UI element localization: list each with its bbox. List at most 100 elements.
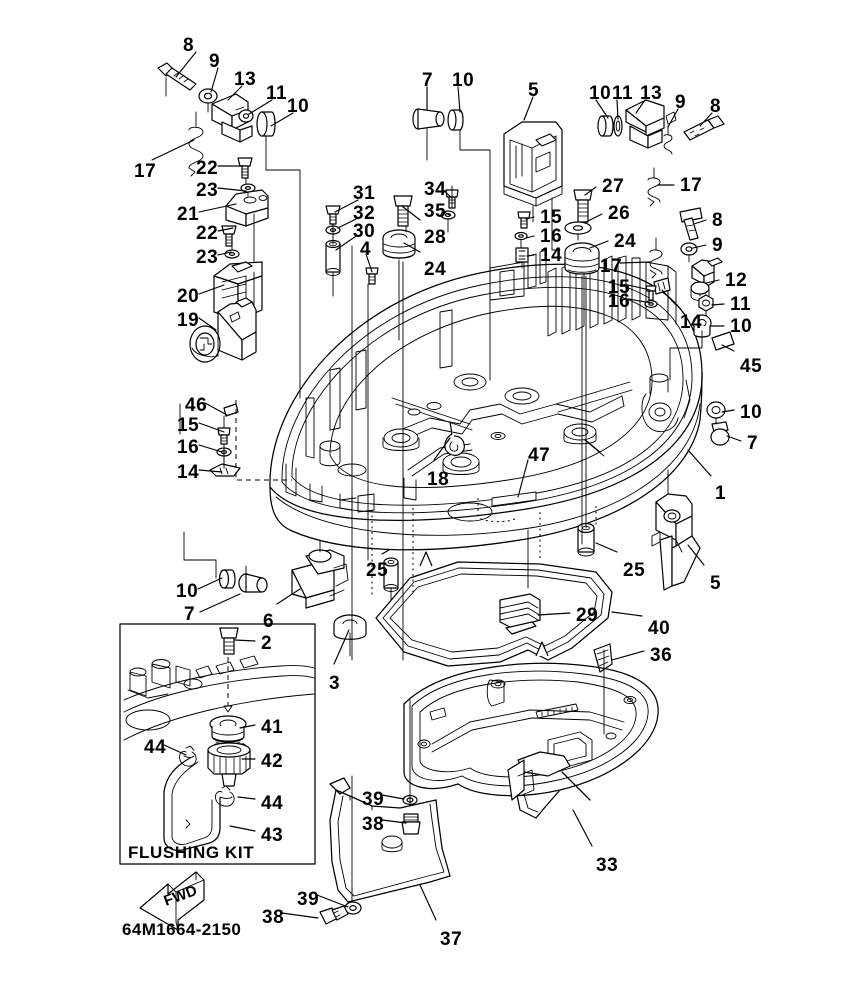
spring-17-upper-right	[647, 167, 661, 207]
leader-35	[441, 210, 451, 216]
leader-39	[316, 894, 349, 908]
leader-10	[595, 99, 609, 119]
callout-17: 17	[600, 256, 623, 277]
flushing-kit-title: FLUSHING KIT	[128, 843, 255, 862]
callout-28: 28	[424, 227, 447, 248]
screw-22-upper	[237, 157, 253, 179]
callout-14: 14	[177, 462, 200, 483]
gasket-40	[375, 551, 613, 667]
callout-9: 9	[712, 235, 724, 256]
leader-39	[381, 794, 405, 800]
callout-7: 7	[184, 604, 196, 625]
screw-15-center	[517, 211, 531, 229]
leader-10	[457, 86, 461, 113]
leader-36	[611, 650, 645, 661]
callout-9: 9	[675, 92, 687, 113]
callout-10: 10	[740, 402, 763, 423]
callout-20: 20	[177, 286, 200, 307]
leader-10	[721, 409, 735, 413]
leader-4	[365, 253, 373, 273]
callout-11: 11	[266, 83, 288, 104]
leader-37	[419, 884, 437, 921]
bolt-38-upper	[401, 813, 421, 835]
leader-11	[248, 99, 273, 115]
clip-14-center	[515, 247, 529, 263]
callout-8: 8	[712, 210, 724, 231]
callout-47: 47	[528, 445, 551, 466]
bolt-38-lower	[319, 905, 349, 925]
leader-10	[270, 112, 294, 127]
leader-14	[198, 469, 223, 473]
bushing-30	[325, 239, 341, 276]
leader-9	[210, 67, 219, 93]
callout-17: 17	[680, 175, 703, 196]
callout-38: 38	[262, 907, 285, 928]
leader-7	[199, 593, 241, 613]
leader-12	[705, 279, 720, 284]
lower-cowling-33	[403, 662, 659, 819]
callout-25: 25	[366, 560, 389, 581]
callout-23: 23	[196, 247, 219, 268]
callout-8: 8	[710, 96, 722, 117]
bolt-8-topright	[683, 115, 725, 141]
leader-5	[523, 96, 534, 121]
callout-34: 34	[424, 179, 447, 200]
leader-13	[635, 99, 646, 114]
callout-10: 10	[589, 83, 612, 104]
leader-21	[198, 203, 237, 213]
leader-9	[692, 244, 707, 249]
plug-7-bottom-left	[238, 573, 268, 593]
leader-25	[381, 549, 390, 555]
collar-11-left	[238, 109, 254, 123]
grommet-10-farright	[706, 401, 726, 419]
leader-3	[333, 629, 350, 665]
leader-16	[198, 444, 223, 453]
callout-9: 9	[209, 51, 221, 72]
callout-11: 11	[730, 294, 752, 315]
grommet-10-bottom-left	[218, 569, 236, 589]
flushing-kit-inset	[119, 623, 316, 865]
hardware-top-right	[564, 99, 735, 446]
callout-41: 41	[261, 717, 284, 738]
side-cover-37	[329, 777, 451, 903]
leader-15	[198, 422, 225, 433]
callout-14: 14	[680, 312, 703, 333]
leader-46	[204, 402, 228, 416]
callout-15: 15	[608, 277, 631, 298]
grommet-10-left	[256, 111, 276, 137]
callout-10: 10	[452, 70, 475, 91]
bracket-5-bottom	[651, 493, 701, 591]
leader-44	[237, 796, 256, 800]
callout-10: 10	[730, 316, 753, 337]
callout-46: 46	[185, 395, 208, 416]
grommet-10-topright	[597, 115, 614, 137]
cowling-left-ribs	[305, 309, 453, 459]
callout-19: 19	[177, 310, 200, 331]
callout-39: 39	[297, 889, 320, 910]
callout-5: 5	[710, 573, 722, 594]
callout-13: 13	[640, 83, 663, 104]
callout-2: 2	[261, 633, 273, 654]
callout-39: 39	[362, 789, 385, 810]
leader-18	[433, 437, 451, 461]
nut-11-right	[698, 294, 714, 312]
callout-12: 12	[725, 270, 748, 291]
clamp-21	[225, 189, 269, 227]
fitting-12	[690, 257, 723, 301]
grommet-24-center	[382, 229, 416, 259]
callout-43: 43	[261, 825, 284, 846]
connector-42	[207, 742, 251, 787]
cowling-right-corner	[641, 373, 691, 432]
leader-19	[198, 317, 217, 331]
plug-7-farright	[710, 421, 730, 446]
leader-31	[334, 199, 359, 213]
grommet-10-center	[447, 109, 464, 131]
leader-47	[517, 459, 529, 498]
bolt-8-midright	[679, 207, 703, 241]
callout-33: 33	[596, 855, 619, 876]
callout-10: 10	[176, 581, 199, 602]
callout-32: 32	[353, 203, 376, 224]
spring-17-left	[188, 111, 204, 177]
callout-7: 7	[422, 70, 434, 91]
leader-24	[403, 242, 421, 253]
